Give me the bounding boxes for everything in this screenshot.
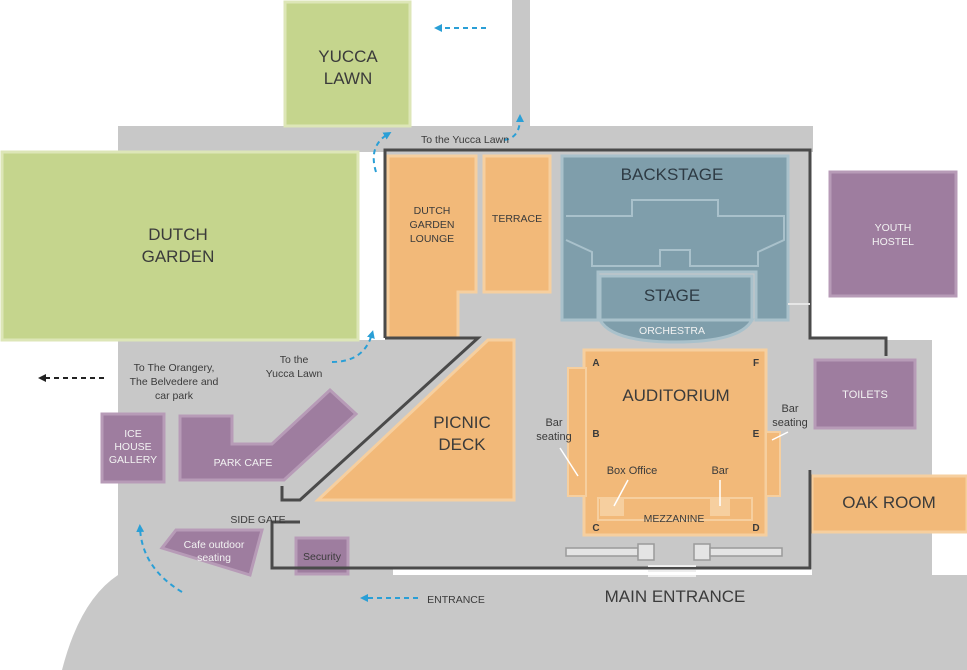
- section-f-letter: F: [753, 358, 759, 369]
- yucca-lawn-label-1: YUCCA: [318, 47, 378, 66]
- section-c-letter: C: [592, 523, 599, 534]
- toilets-area[interactable]: [813, 358, 917, 430]
- to-yucca-top-label: To the Yucca Lawn: [421, 134, 509, 146]
- cafe-outdoor-seating-area[interactable]: [159, 528, 264, 577]
- arrow-to-yucca-top-left: [372, 131, 392, 173]
- bar-seating-left-area[interactable]: [567, 367, 587, 497]
- park-cafe-label: PARK CAFE: [214, 457, 273, 469]
- yucca-lawn-area[interactable]: [283, 0, 412, 128]
- ice-house-gallery-area[interactable]: [100, 412, 166, 484]
- oak-room-area[interactable]: [810, 474, 967, 534]
- labels: YUCCA LAWN DUTCH GARDEN DUTCH GARDEN LOU…: [109, 47, 936, 606]
- park-cafe-area[interactable]: [178, 387, 359, 482]
- section-e-letter: E: [753, 429, 760, 440]
- entrance-steps: [648, 565, 696, 577]
- venue-wall: [270, 148, 888, 570]
- arrow-to-yucca-side: [331, 330, 375, 363]
- picnic-deck-area[interactable]: [314, 338, 516, 502]
- to-orangery-label-3: car park: [155, 390, 194, 402]
- bar-seating-right-label-1: Bar: [781, 403, 798, 415]
- youth-hostel-label-1: YOUTH: [875, 222, 912, 234]
- entrance-road: [62, 575, 967, 670]
- section-d-letter: D: [752, 523, 759, 534]
- picnic-deck-label-2: DECK: [438, 435, 486, 454]
- terrace-label: TERRACE: [492, 213, 542, 225]
- security-label: Security: [303, 551, 342, 563]
- north-path-vertical: [512, 0, 530, 130]
- lounge-label-3: LOUNGE: [410, 233, 454, 245]
- mezzanine-area[interactable]: [597, 497, 753, 521]
- bar-seating-right-label-2: seating: [772, 417, 807, 429]
- orchestra-label: ORCHESTRA: [639, 325, 705, 337]
- dutch-garden-label-2: GARDEN: [142, 247, 215, 266]
- east-ramp: [812, 530, 930, 578]
- backstage-inner-outline: [565, 199, 785, 267]
- dutch-garden-area[interactable]: [0, 150, 360, 342]
- side-gate-wall: [280, 336, 482, 502]
- picnic-deck-label-1: PICNIC: [433, 413, 491, 432]
- arrow-cafe-seating: [136, 524, 183, 593]
- section-a-letter: A: [592, 358, 599, 369]
- side-gate-label: SIDE GATE: [230, 514, 285, 526]
- barrier-right: [709, 547, 783, 557]
- section-b-letter: B: [592, 429, 599, 440]
- main-entrance-label: MAIN ENTRANCE: [605, 587, 746, 606]
- oak-room-label: OAK ROOM: [842, 493, 936, 512]
- auditorium-label: AUDITORIUM: [622, 386, 729, 405]
- barrier-left: [565, 547, 639, 557]
- arrow-to-yucca-top-right: [503, 114, 524, 141]
- ice-house-label-1: ICE: [124, 428, 142, 440]
- lounge-label-2: GARDEN: [410, 219, 455, 231]
- box-office-pointer: [613, 479, 629, 507]
- youth-hostel-area[interactable]: [828, 170, 958, 298]
- bar-seating-right-pointer: [771, 431, 789, 441]
- cafe-seating-label-1: Cafe outdoor: [184, 539, 245, 551]
- terrace-area[interactable]: [482, 154, 552, 294]
- to-orangery-label-1: To The Orangery,: [134, 362, 215, 374]
- bar-seating-left-label-1: Bar: [545, 417, 562, 429]
- ice-house-label-3: GALLERY: [109, 454, 157, 466]
- entrance-barriers: [565, 543, 783, 561]
- backstage-label: BACKSTAGE: [621, 165, 724, 184]
- bar-label: Bar: [711, 465, 728, 477]
- mezzanine-label: MEZZANINE: [644, 513, 705, 525]
- barrier-post-right: [693, 543, 711, 561]
- box-office-area[interactable]: [600, 498, 624, 516]
- dutch-garden-label-1: DUTCH: [148, 225, 208, 244]
- toilets-label: TOILETS: [842, 389, 888, 401]
- bar-seating-left-label-2: seating: [536, 431, 571, 443]
- lounge-label-1: DUTCH: [414, 205, 451, 217]
- to-yucca-side-label-1: To the: [280, 354, 309, 366]
- entrance-label: ENTRANCE: [427, 594, 485, 606]
- youth-hostel-label-2: HOSTEL: [872, 236, 914, 248]
- stage-label: STAGE: [644, 286, 700, 305]
- yucca-lawn-label-2: LAWN: [324, 69, 373, 88]
- north-walkway: [118, 126, 813, 152]
- to-orangery-label-2: The Belvedere and: [130, 376, 219, 388]
- box-office-label: Box Office: [607, 465, 658, 477]
- cafe-seating-label-2: seating: [197, 552, 231, 564]
- bar-seating-right-area[interactable]: [765, 431, 781, 497]
- orchestra-area[interactable]: [597, 318, 755, 344]
- bar-seating-left-pointer: [559, 447, 579, 477]
- barrier-post-left: [637, 543, 655, 561]
- bar-area[interactable]: [710, 498, 730, 516]
- ice-house-label-2: HOUSE: [114, 441, 151, 453]
- backstage-area[interactable]: [560, 154, 790, 322]
- to-yucca-side-label-2: Yucca Lawn: [266, 368, 323, 380]
